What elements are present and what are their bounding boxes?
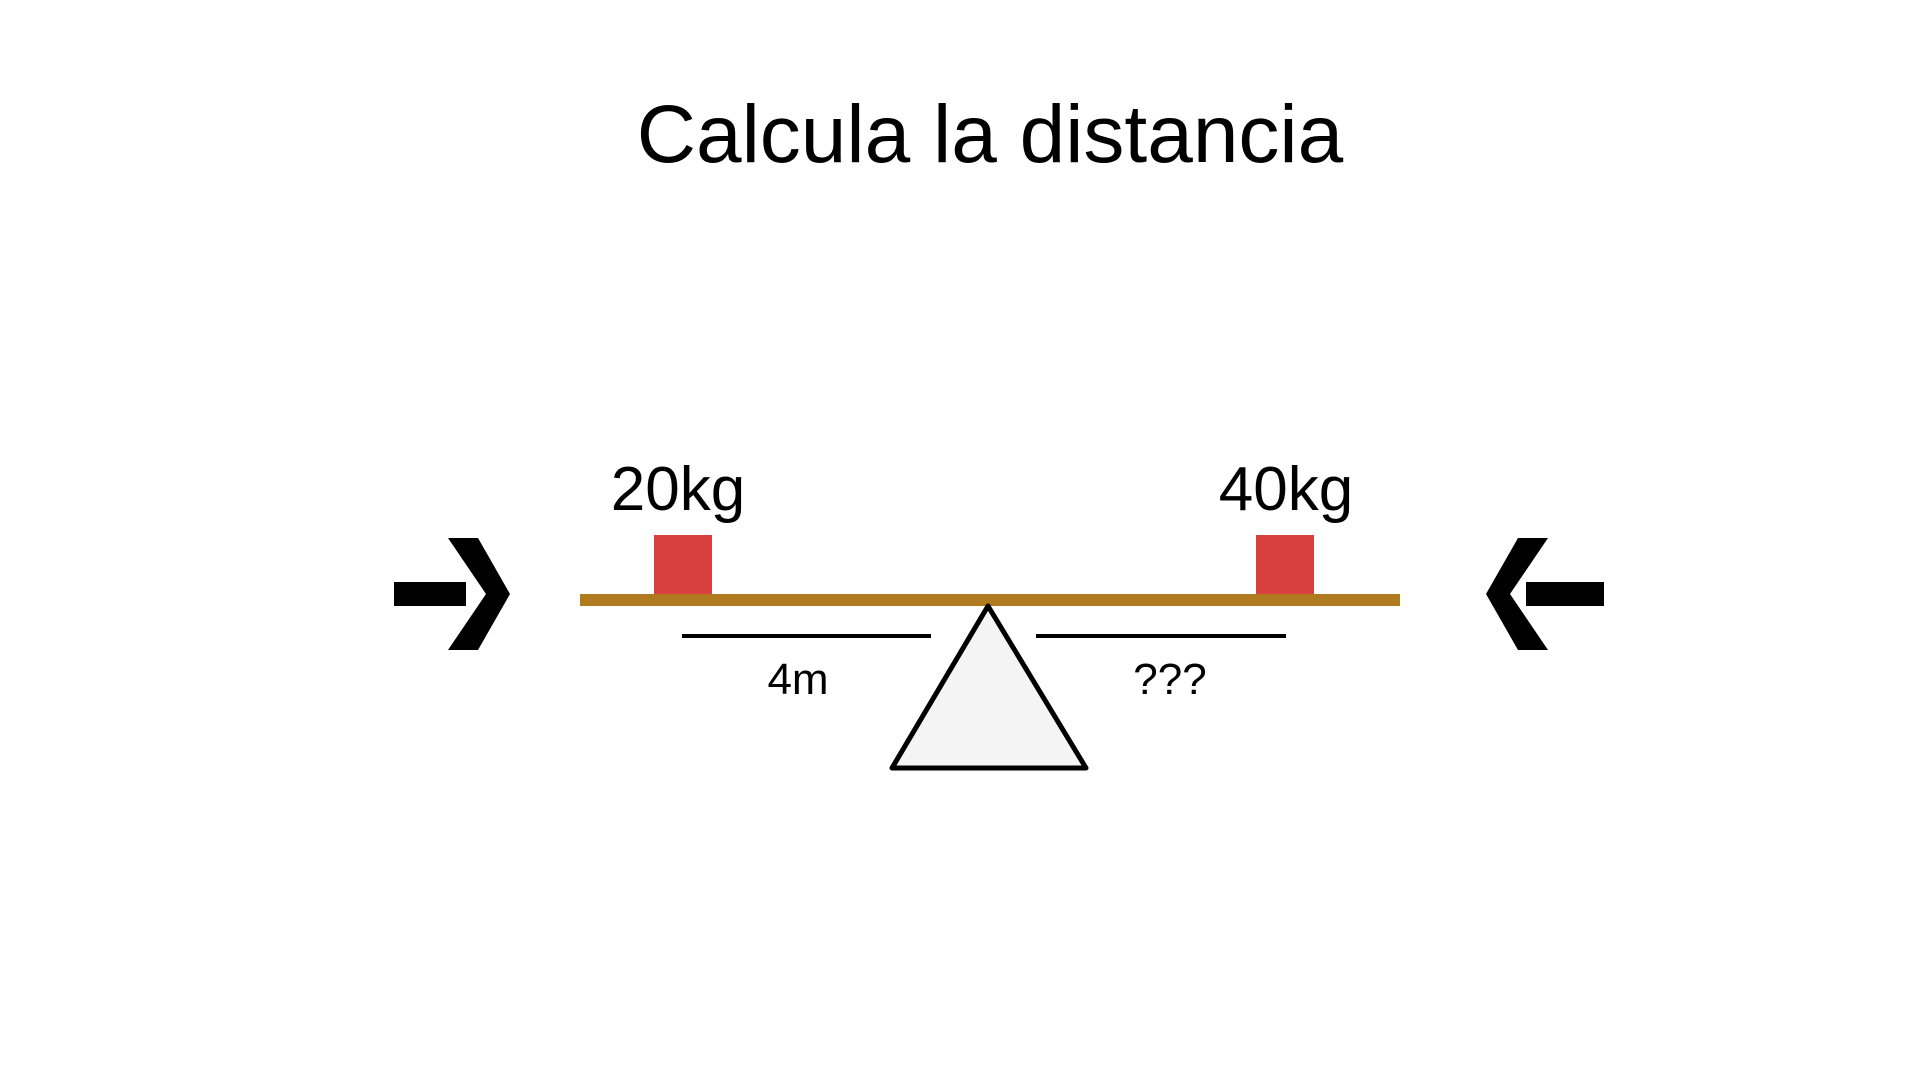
arrow-right-icon bbox=[394, 538, 510, 650]
left-distance-label: 4m bbox=[767, 655, 828, 704]
right-distance-label: ??? bbox=[1133, 655, 1206, 704]
slide-title: Calcula la distancia bbox=[636, 89, 1344, 180]
arrow-left-icon bbox=[1486, 538, 1604, 650]
left-weight-label: 20kg bbox=[611, 455, 745, 524]
seesaw-beam bbox=[580, 594, 1400, 606]
left-weight-block bbox=[654, 535, 712, 594]
fulcrum-triangle bbox=[889, 603, 1089, 771]
right-weight-block bbox=[1256, 535, 1314, 594]
right-weight-label: 40kg bbox=[1219, 455, 1353, 524]
